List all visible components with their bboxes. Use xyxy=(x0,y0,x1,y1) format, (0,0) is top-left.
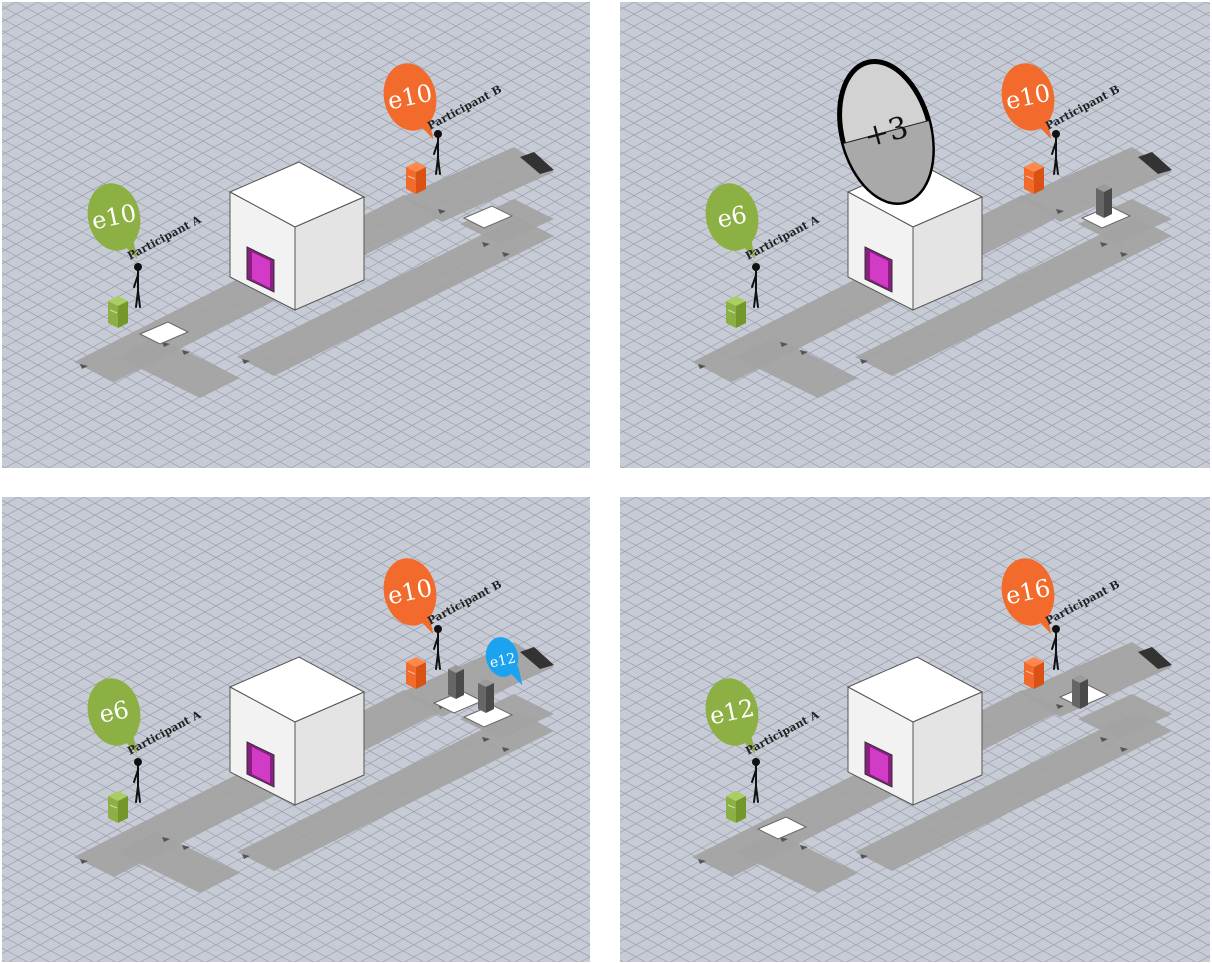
server-stack xyxy=(448,665,464,699)
server-left xyxy=(1072,679,1080,709)
participant-a-crate xyxy=(108,296,128,328)
server-left xyxy=(448,669,456,699)
scene-canvas: e6Participant Ae10Participant Be12 xyxy=(2,497,590,962)
server-right xyxy=(486,683,494,713)
server-right xyxy=(456,669,464,699)
server-stack xyxy=(478,679,494,713)
server-stack xyxy=(1072,675,1088,709)
balance-text: e6 xyxy=(715,200,750,234)
balance-text: e6 xyxy=(97,695,132,729)
participant-b-crate xyxy=(406,657,426,689)
participant-a-crate xyxy=(726,296,746,328)
participant-b-crate xyxy=(1024,657,1044,689)
server-left xyxy=(478,683,486,713)
server-right xyxy=(1080,679,1088,709)
server-left xyxy=(1096,188,1104,218)
participant-a-crate xyxy=(726,791,746,823)
server-right xyxy=(1104,188,1112,218)
participant-b-crate xyxy=(1024,162,1044,194)
server-stack xyxy=(1096,184,1112,218)
participant-a-crate xyxy=(108,791,128,823)
scene-canvas: e10Participant Ae10Participant B xyxy=(2,2,590,468)
participant-b-crate xyxy=(406,162,426,194)
